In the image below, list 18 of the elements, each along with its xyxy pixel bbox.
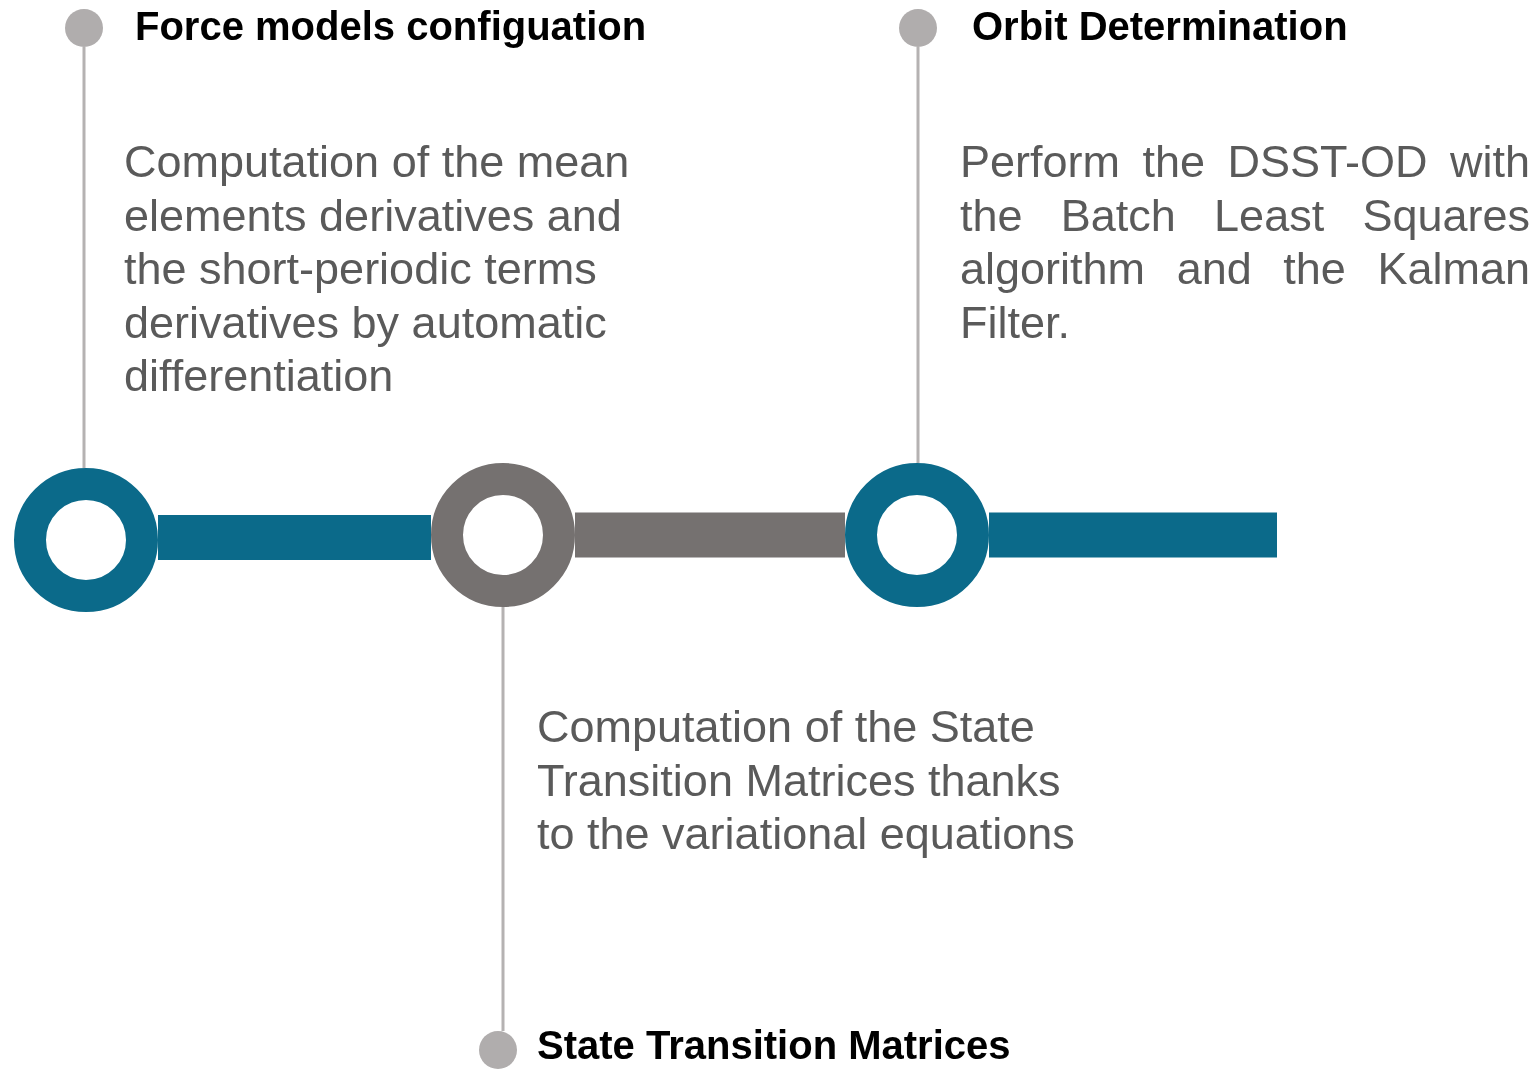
dot-marker: [899, 9, 937, 47]
timeline-bar: [158, 515, 431, 560]
step-description: Computation of the State Transition Matrices thanks to the variational equations: [537, 700, 1076, 861]
dot-marker: [65, 9, 103, 47]
step-description: Perform the DSST-OD with the Batch Least Squares algorithm and the Kalman Filter.: [960, 135, 1530, 349]
connector-line: [916, 47, 920, 463]
step-title: Orbit Determination: [972, 3, 1348, 50]
step-title: Force models configuation: [135, 3, 647, 50]
connector-line: [501, 607, 505, 1031]
ring-marker: [14, 468, 158, 612]
timeline-bar: [989, 512, 1277, 558]
step-title: State Transition Matrices: [537, 1022, 1011, 1069]
timeline-bar: [575, 512, 845, 558]
connector-line: [82, 47, 86, 468]
ring-marker: [845, 463, 989, 607]
dot-marker: [479, 1031, 517, 1069]
step-description: Computation of the mean elements derivatives and the short-periodic terms derivatives by automatic differentiation: [124, 135, 631, 403]
ring-marker: [431, 463, 575, 607]
